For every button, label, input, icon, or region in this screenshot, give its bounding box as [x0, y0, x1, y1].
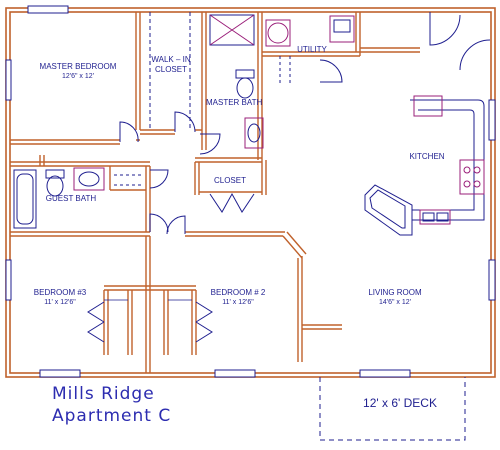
bedroom3-label: BEDROOM #3 11' x 12'6"	[20, 288, 100, 308]
walk-in-closet-line1: WALK – IN	[151, 55, 191, 64]
closet-name: CLOSET	[213, 176, 246, 185]
fixtures	[13, 14, 355, 229]
master-bedroom-name: MASTER BEDROOM	[39, 62, 117, 71]
deck-label: 12' x 6' DECK	[363, 396, 437, 410]
kitchen-name: KITCHEN	[409, 152, 445, 161]
title-line1: Mills Ridge	[52, 384, 155, 404]
kitchen-counters	[364, 95, 485, 236]
bedroom3-dim: 11' x 12'6"	[44, 299, 76, 306]
utility-name: UTILITY	[297, 45, 327, 54]
kitchen-label: KITCHEN	[402, 152, 452, 162]
interior-walls	[10, 12, 420, 373]
living-room-dim: 14'6" x 12'	[378, 299, 411, 306]
bedroom3-name: BEDROOM #3	[33, 288, 87, 297]
walk-in-closet-line2: CLOSET	[154, 65, 187, 74]
windows	[5, 5, 496, 378]
master-bath-label: MASTER BATH	[206, 98, 262, 108]
bedroom2-label: BEDROOM # 2 11' x 12'6"	[198, 288, 278, 308]
title-line2: Apartment C	[52, 406, 172, 426]
master-bedroom-dim: 12'6" x 12'	[61, 73, 94, 80]
master-bedroom-label: MASTER BEDROOM 12'6" x 12'	[28, 62, 128, 82]
closet-label: CLOSET	[205, 176, 255, 186]
master-bath-name: MASTER BATH	[206, 98, 263, 107]
utility-label: UTILITY	[292, 45, 332, 55]
bedroom2-name: BEDROOM # 2	[210, 288, 266, 297]
bedroom2-dim: 11' x 12'6"	[222, 299, 254, 306]
guest-bath-name: GUEST BATH	[45, 194, 97, 203]
doors	[87, 12, 491, 343]
living-room-name: LIVING ROOM	[368, 288, 422, 297]
walk-in-closet-label: WALK – IN CLOSET	[146, 55, 196, 75]
living-room-label: LIVING ROOM 14'6" x 12'	[355, 288, 435, 308]
deck-outline	[319, 377, 466, 441]
guest-bath-label: GUEST BATH	[40, 194, 102, 204]
